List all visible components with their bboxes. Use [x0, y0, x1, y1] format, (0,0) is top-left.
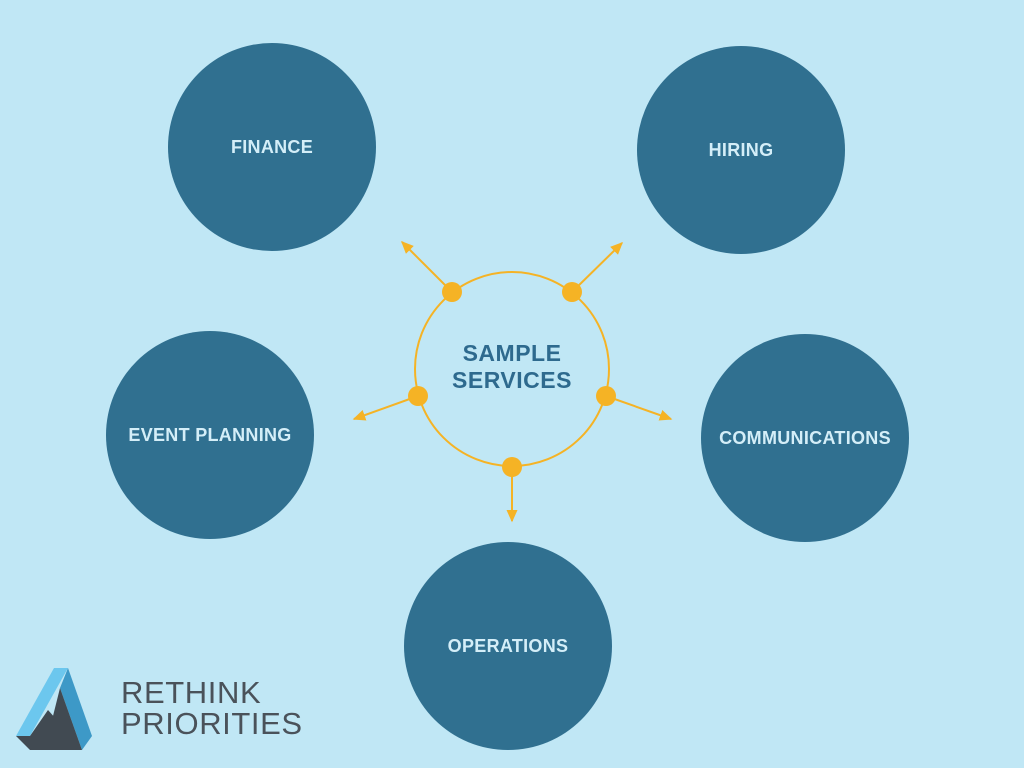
- logo-wordmark: RETHINK PRIORITIES: [121, 677, 303, 739]
- arrow-to-communications: [605, 395, 673, 421]
- node-communications: COMMUNICATIONS: [701, 334, 909, 542]
- logo-wordmark-line2: PRIORITIES: [121, 706, 303, 741]
- node-operations: OPERATIONS: [404, 542, 612, 750]
- node-label-communications: COMMUNICATIONS: [719, 427, 891, 448]
- connector-dot-communications: [596, 386, 616, 406]
- arrow-to-finance: [401, 241, 453, 293]
- logo-mark-dark-face: [16, 688, 82, 750]
- center-title: SAMPLE SERVICES: [412, 340, 612, 394]
- connector-dot-event-planning: [408, 386, 428, 406]
- center-title-line1: SAMPLE: [462, 340, 562, 366]
- logo-mark-light-face: [16, 668, 68, 736]
- logo-wordmark-line1: RETHINK: [121, 675, 262, 710]
- connector-dot-operations: [502, 457, 522, 477]
- node-label-operations: OPERATIONS: [447, 635, 569, 656]
- node-event-planning: EVENT PLANNING: [106, 331, 314, 539]
- node-finance: FINANCE: [168, 43, 376, 251]
- connector-dot-finance: [442, 282, 462, 302]
- node-label-hiring: HIRING: [708, 139, 774, 160]
- logo-mark-mid-face: [60, 668, 92, 750]
- arrow-to-event-planning: [352, 395, 419, 421]
- node-hiring: HIRING: [637, 46, 845, 254]
- node-label-finance: FINANCE: [230, 136, 314, 157]
- node-label-event-planning: EVENT PLANNING: [128, 424, 292, 445]
- rethink-priorities-logo-icon: [16, 668, 92, 750]
- center-title-line2: SERVICES: [452, 367, 572, 393]
- arrow-to-hiring: [571, 242, 623, 293]
- connector-dot-hiring: [562, 282, 582, 302]
